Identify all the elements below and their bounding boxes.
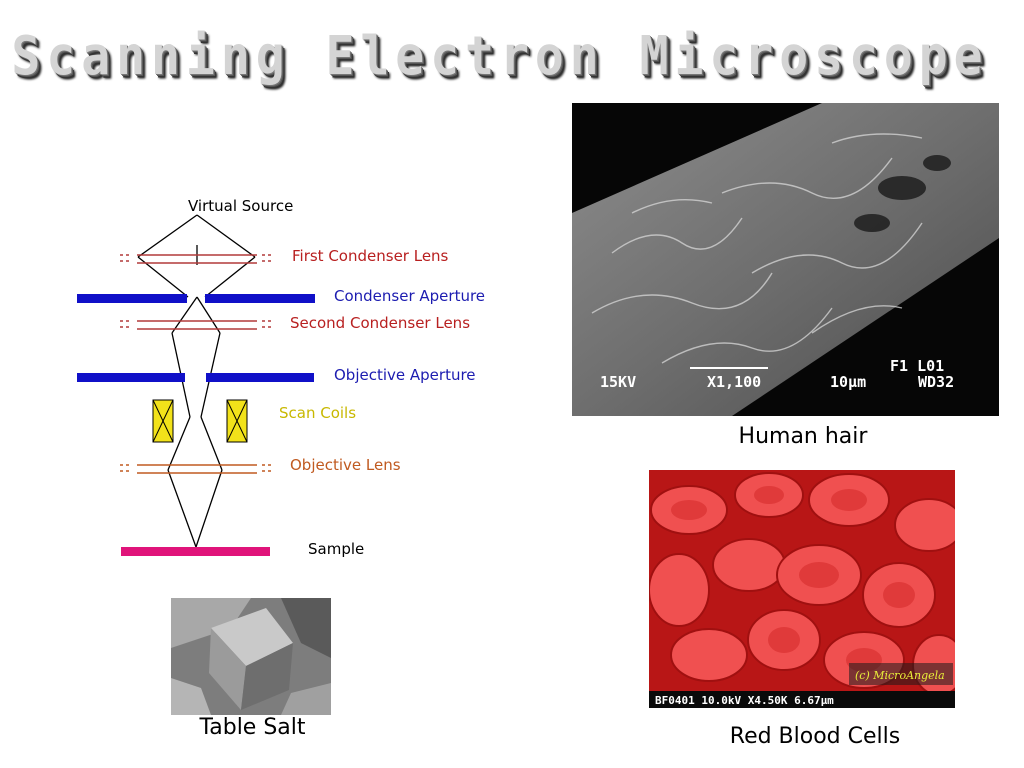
label-second-condenser-lens: Second Condenser Lens [290, 314, 470, 332]
condenser-aperture [77, 294, 315, 303]
first-condenser-lens [120, 254, 274, 264]
rbc-credit: (c) MicroAngela [855, 669, 945, 682]
red-blood-cells-image: (c) MicroAngela BF0401 10.0kV X4.50K 6.6… [649, 470, 955, 708]
label-objective-lens: Objective Lens [290, 456, 401, 474]
hair-overlay-wd: WD32 [918, 373, 954, 391]
label-virtual-source: Virtual Source [188, 197, 293, 215]
hair-overlay-scale: 10μm [830, 373, 866, 391]
hair-overlay-mag: X1,100 [707, 373, 761, 391]
label-first-condenser-lens: First Condenser Lens [292, 247, 449, 265]
objective-aperture [77, 373, 314, 382]
rbc-overlay: BF0401 10.0kV X4.50K 6.67μm [655, 694, 834, 707]
caption-table-salt: Table Salt [199, 715, 306, 740]
slide-title: Scanning Electron Microscope [11, 24, 989, 88]
label-sample: Sample [308, 540, 364, 558]
caption-human-hair: Human hair [738, 424, 868, 449]
sem-column-diagram: Virtual Source First Condenser Lens Cond… [77, 197, 485, 558]
scan-coils [152, 399, 248, 443]
hair-overlay-line1: F1 L01 [890, 357, 944, 375]
table-salt-image [171, 598, 331, 715]
label-objective-aperture: Objective Aperture [334, 366, 476, 384]
human-hair-image: 15KV X1,100 10μm F1 L01 WD32 [572, 103, 999, 416]
second-condenser-lens [120, 320, 274, 330]
caption-red-blood-cells: Red Blood Cells [729, 724, 901, 749]
objective-lens [120, 464, 274, 474]
label-scan-coils: Scan Coils [279, 404, 356, 422]
label-condenser-aperture: Condenser Aperture [334, 287, 485, 305]
hair-overlay-kv: 15KV [600, 373, 636, 391]
sample-plate [121, 547, 270, 556]
